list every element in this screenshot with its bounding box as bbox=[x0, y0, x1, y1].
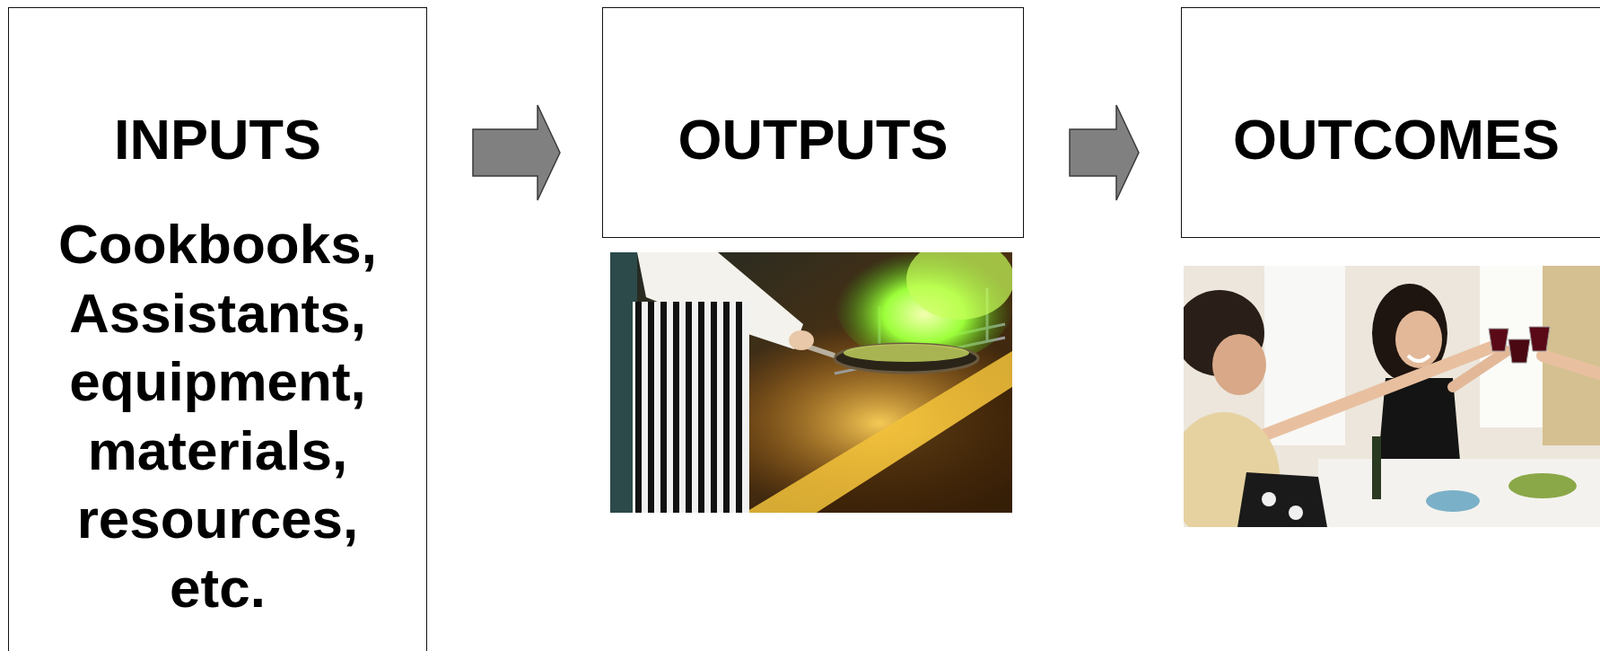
green-flame bbox=[906, 252, 1013, 320]
wine-bottle bbox=[1372, 436, 1382, 499]
woman-face bbox=[1395, 310, 1443, 368]
block-arrow bbox=[472, 104, 560, 201]
box-body: Cookbooks, Assistants, equipment, materi… bbox=[34, 209, 402, 622]
stage-box: OUTPUTS bbox=[602, 7, 1024, 238]
stripe bbox=[698, 301, 705, 513]
box-heading: INPUTS bbox=[34, 104, 402, 174]
stripe bbox=[660, 301, 667, 513]
stage-box: OUTCOMES bbox=[1180, 7, 1600, 238]
box-heading: OUTPUTS bbox=[628, 104, 998, 174]
wine-glasses bbox=[1488, 326, 1550, 363]
curtain bbox=[1542, 265, 1600, 446]
stripe bbox=[685, 301, 692, 513]
pan-food bbox=[843, 343, 970, 362]
celebration-photo bbox=[1183, 265, 1600, 527]
frying-pan bbox=[834, 343, 979, 373]
apron-stripes bbox=[635, 301, 743, 513]
raised-arm bbox=[1237, 346, 1494, 446]
wine-glass bbox=[1488, 328, 1509, 351]
green-flame bbox=[834, 252, 1013, 365]
woman-smile bbox=[1407, 355, 1430, 361]
wine-glass bbox=[1529, 326, 1550, 351]
cooking-photo bbox=[610, 252, 1013, 513]
counter-front bbox=[816, 386, 1013, 513]
top-pattern bbox=[1261, 491, 1277, 507]
stripe bbox=[723, 301, 730, 513]
stripe bbox=[635, 301, 642, 513]
patterned-top bbox=[1237, 472, 1328, 527]
stripe bbox=[735, 301, 743, 513]
table-cloth bbox=[1318, 458, 1600, 527]
salad-plate bbox=[1508, 472, 1577, 499]
man-face bbox=[1212, 333, 1267, 395]
stripe bbox=[710, 301, 717, 513]
stripe bbox=[673, 301, 680, 513]
chef-apron bbox=[632, 301, 750, 513]
block-arrow bbox=[1069, 104, 1139, 201]
top-pattern bbox=[1288, 505, 1303, 520]
wine-glass bbox=[1508, 339, 1531, 363]
raised-arm bbox=[1542, 355, 1600, 374]
box-heading: OUTCOMES bbox=[1206, 104, 1586, 174]
counter-edge bbox=[744, 350, 1013, 513]
stripe bbox=[647, 301, 655, 513]
bowl bbox=[1425, 489, 1480, 512]
chef-hand bbox=[788, 330, 814, 350]
input-box: INPUTS Cookbooks, Assistants, equipment, … bbox=[8, 7, 428, 651]
